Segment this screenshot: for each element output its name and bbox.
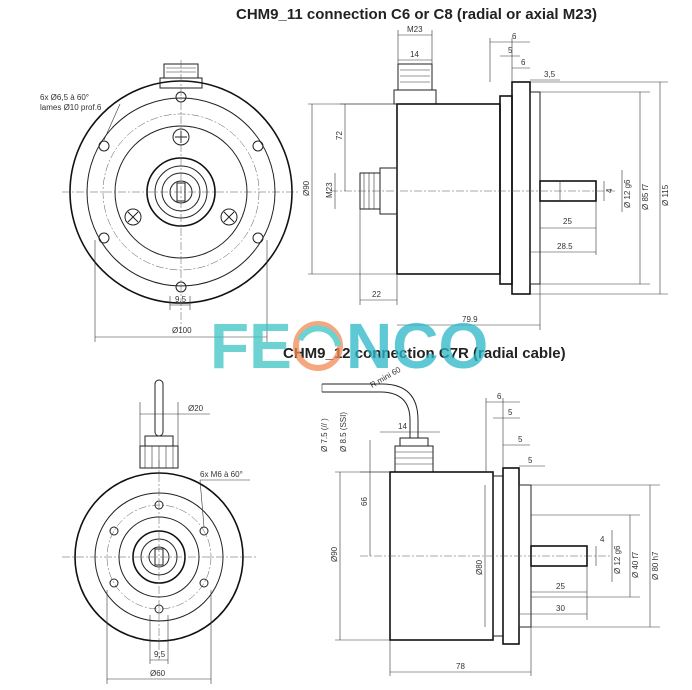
- bottom-dim-offset: 9,5: [154, 650, 166, 659]
- bottom-dim-5b: 5: [518, 435, 523, 444]
- bottom-dim-25: 25: [556, 582, 565, 591]
- bottom-side-view: R mini 60 Ø 7.5 (// ) Ø 8.5 (SSI) 14 66 …: [320, 365, 660, 676]
- bottom-front-view: Ø20 6x M6 à 60° 9,5 Ø60: [62, 379, 258, 684]
- top-holes-note-1: 6x Ø6,5 à 60°: [40, 93, 89, 102]
- top-dim-5: 5: [508, 46, 513, 55]
- watermark-text-left: FE: [210, 310, 292, 382]
- top-dim-6b: 6: [521, 58, 526, 67]
- bottom-dim-cable-2: Ø 8.5 (SSI): [339, 412, 348, 452]
- top-holes-note-2: lames Ø10 prof.6: [40, 103, 102, 112]
- top-dim-85: Ø 85 f7: [641, 183, 650, 210]
- bottom-dim-30: 30: [556, 604, 565, 613]
- top-dim-3-5: 3,5: [544, 70, 556, 79]
- top-side-connector: [397, 63, 433, 91]
- bottom-dim-5: 5: [508, 408, 513, 417]
- bottom-dim-80h7: Ø 80 h7: [651, 551, 660, 580]
- top-side-view: M23 14 6 5 6 3,5 72 M23 Ø90 22 79.9 25: [302, 25, 670, 330]
- bottom-dim-5c: 5: [528, 456, 533, 465]
- bottom-dim-d80: Ø80: [475, 559, 484, 575]
- top-dim-m23-side: M23: [325, 182, 334, 198]
- bottom-dim-40: Ø 40 f7: [631, 551, 640, 578]
- title-top: CHM9_11 connection C6 or C8 (radial or a…: [236, 6, 597, 23]
- top-dim-diameter: Ø100: [172, 326, 192, 335]
- top-dim-79-9: 79.9: [462, 315, 478, 324]
- bottom-flange-outer: [74, 472, 244, 642]
- watermark-text-right: NCO: [346, 310, 488, 382]
- bottom-dim-d60: Ø60: [150, 669, 166, 678]
- top-dim-4: 4: [605, 188, 614, 193]
- bottom-dim-d90: Ø90: [330, 546, 339, 562]
- bottom-dim-cable-1: Ø 7.5 (// ): [320, 418, 329, 452]
- watermark-swirl: [293, 321, 343, 371]
- top-dim-25: 25: [563, 217, 572, 226]
- bottom-dim-4: 4: [600, 535, 605, 544]
- top-dim-offset: 9,5: [175, 295, 187, 304]
- top-side-flange: [511, 81, 531, 295]
- bottom-cable: [154, 379, 164, 437]
- top-dim-m23-top: M23: [407, 25, 423, 34]
- top-dim-115: Ø 115: [661, 184, 670, 206]
- top-dim-22: 22: [372, 290, 381, 299]
- title-bottom: CHM9_12 connection C7R (radial cable): [283, 345, 566, 362]
- top-dim-72: 72: [335, 131, 344, 140]
- bottom-holes-note: 6x M6 à 60°: [200, 470, 243, 479]
- top-side-body: [396, 103, 501, 275]
- bottom-dim-6: 6: [497, 392, 502, 401]
- top-front-view: 6x Ø6,5 à 60° lames Ø10 prof.6 9,5 Ø100: [40, 60, 300, 342]
- bottom-dim-14: 14: [398, 422, 407, 431]
- top-dim-28-5: 28.5: [557, 242, 573, 251]
- top-dim-shaft: Ø 12 g6: [623, 179, 632, 208]
- bottom-dim-66: 66: [360, 497, 369, 506]
- bottom-side-cable: [322, 383, 419, 438]
- top-dim-6: 6: [512, 32, 517, 41]
- top-dim-14: 14: [410, 50, 419, 59]
- watermark-logo: FE NCO: [210, 310, 488, 382]
- bottom-side-gland: [394, 445, 434, 473]
- bottom-dim-d20: Ø20: [188, 404, 204, 413]
- top-dim-d90: Ø90: [302, 180, 311, 196]
- bottom-dim-78: 78: [456, 662, 465, 671]
- bottom-dim-shaft: Ø 12 g6: [613, 545, 622, 574]
